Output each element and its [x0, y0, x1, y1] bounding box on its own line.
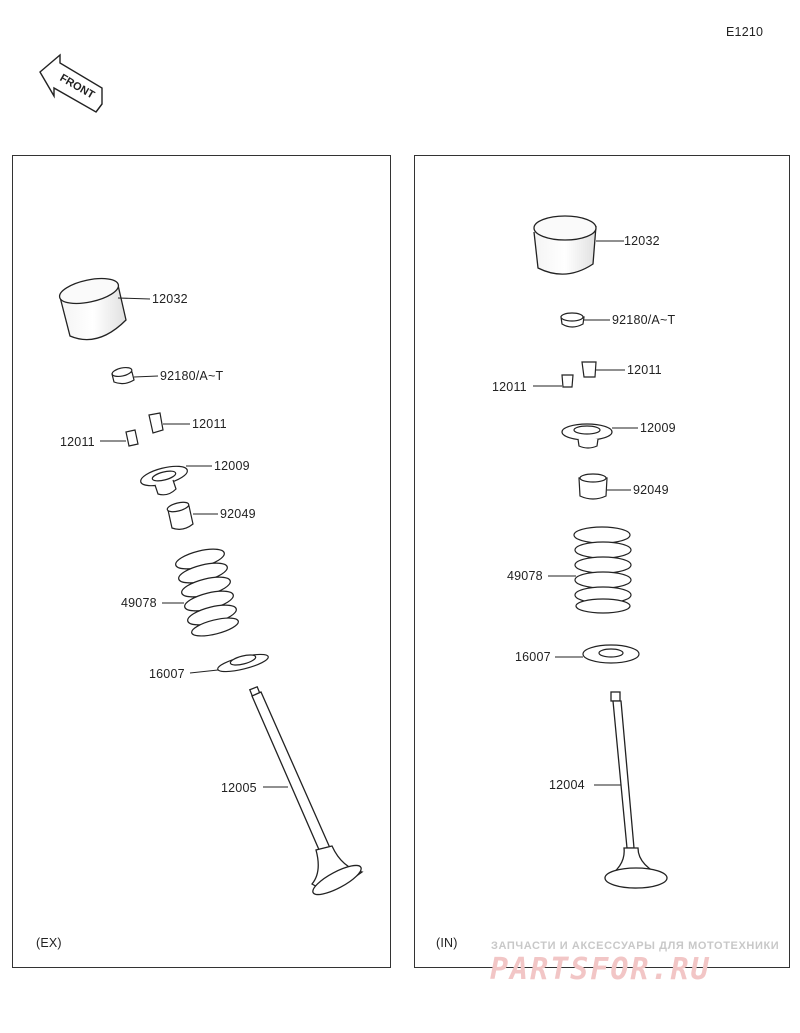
ex-label-seal: 92049 — [220, 507, 256, 521]
in-label-spring: 49078 — [507, 569, 543, 583]
watermark-logo: PARTSFOR.RU — [490, 952, 711, 987]
ex-spring — [162, 548, 239, 637]
exhaust-panel — [12, 155, 391, 968]
in-spring — [548, 526, 632, 614]
ex-keeper-left — [100, 429, 139, 447]
ex-label-retainer: 12009 — [214, 459, 250, 473]
ex-label-keeper-left: 12011 — [60, 435, 95, 449]
ex-tappet — [58, 277, 151, 341]
ex-keeper-right — [148, 412, 190, 434]
in-label-seal: 92049 — [633, 483, 669, 497]
ex-spring-seat — [189, 653, 269, 674]
in-keeper-left — [533, 374, 574, 388]
intake-panel — [414, 155, 790, 968]
ex-label-shim: 92180/A~T — [160, 369, 224, 383]
in-label-keeper-left: 12011 — [492, 380, 527, 394]
ex-label-valve: 12005 — [221, 781, 257, 795]
ex-seal — [166, 501, 218, 530]
front-arrow-icon: FRONT — [39, 53, 103, 113]
in-label-seat: 16007 — [515, 650, 551, 664]
diagram-code: E1210 — [726, 25, 764, 39]
ex-label-keeper-right: 12011 — [192, 417, 227, 431]
watermark-tagline: ЗАПЧАСТИ И АКСЕССУАРЫ ДЛЯ МОТОТЕХНИКИ — [491, 940, 780, 952]
in-label-keeper-right: 12011 — [627, 363, 662, 377]
in-shim — [560, 312, 610, 328]
in-valve — [594, 691, 668, 889]
ex-shim — [111, 366, 159, 385]
in-panel-title: (IN) — [436, 936, 458, 950]
in-label-shim: 92180/A~T — [612, 313, 676, 327]
ex-panel-title: (EX) — [36, 936, 62, 950]
in-tappet — [533, 215, 624, 275]
ex-label-tappet: 12032 — [152, 292, 188, 306]
ex-retainer — [140, 465, 212, 496]
in-keeper-right — [581, 361, 625, 378]
in-label-retainer: 12009 — [640, 421, 676, 435]
ex-valve — [248, 685, 364, 896]
in-label-tappet: 12032 — [624, 234, 660, 248]
ex-label-seat: 16007 — [149, 667, 185, 681]
in-seal — [578, 473, 631, 500]
in-spring-seat — [555, 644, 640, 664]
in-retainer — [561, 423, 638, 449]
in-label-valve: 12004 — [549, 778, 585, 792]
ex-label-spring: 49078 — [121, 596, 157, 610]
